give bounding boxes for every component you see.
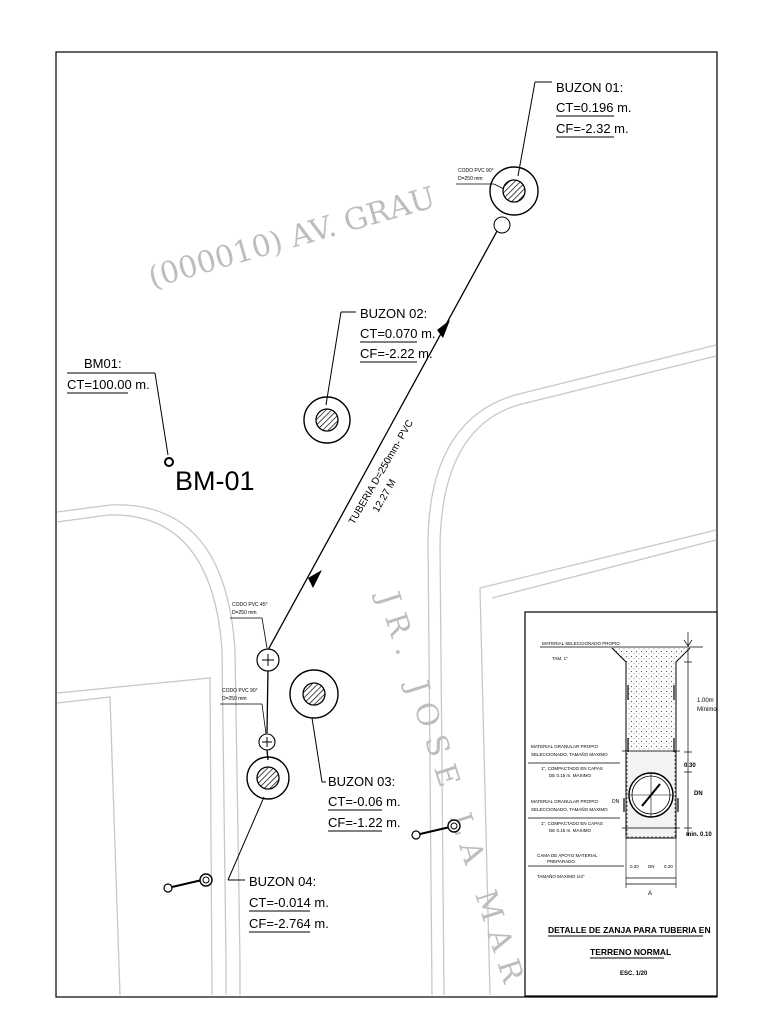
manhole-02-label: BUZON 02: CT=0.070 m. CF=-2.22 m. bbox=[325, 306, 436, 406]
street-av-grau: (000010) AV. GRAU bbox=[145, 180, 440, 295]
block-outlines bbox=[56, 344, 717, 996]
svg-text:CODO PVC 90°: CODO PVC 90° bbox=[222, 688, 258, 694]
trench-detail-panel: MATERIAL SELECCIONADO PROPIO TAM. 1" 1.0… bbox=[524, 611, 718, 997]
benchmark-big-label: BM-01 bbox=[175, 466, 255, 496]
elbow-45-symbol bbox=[256, 648, 280, 672]
svg-text:MATERIAL GRANULAR PROPIO: MATERIAL GRANULAR PROPIO bbox=[531, 799, 599, 804]
svg-text:DN: DN bbox=[694, 791, 703, 797]
fitting-elbow-90-upper-label: CODO PVC 90° D=250 mm bbox=[456, 168, 505, 190]
svg-text:1.00m: 1.00m bbox=[697, 698, 714, 704]
svg-text:1", COMPACTADO EN CAPAS: 1", COMPACTADO EN CAPAS bbox=[541, 766, 603, 771]
manhole-02-ct: CT=0.070 m. bbox=[360, 326, 436, 341]
svg-text:MATERIAL SELECCIONADO PROPIO: MATERIAL SELECCIONADO PROPIO bbox=[542, 641, 620, 646]
flow-arrow-upper bbox=[437, 320, 450, 338]
svg-text:CODO PVC 45°: CODO PVC 45° bbox=[232, 602, 268, 608]
lamp-post-icon bbox=[163, 873, 213, 893]
svg-text:DE 0.15 m. MAXIMO: DE 0.15 m. MAXIMO bbox=[549, 828, 592, 833]
svg-text:Mínimo: Mínimo bbox=[697, 707, 717, 713]
lamp-post-icon bbox=[411, 819, 461, 840]
svg-text:D=250 mm: D=250 mm bbox=[458, 176, 483, 182]
svg-text:DE 0.15 m. MAXIMO: DE 0.15 m. MAXIMO bbox=[549, 773, 592, 778]
svg-text:MATERIAL GRANULAR PROPIO: MATERIAL GRANULAR PROPIO bbox=[531, 744, 599, 749]
manhole-01-ct: CT=0.196 m. bbox=[556, 100, 632, 115]
manhole-01-cf: CF=-2.32 m. bbox=[556, 121, 629, 136]
detail-title: DETALLE DE ZANJA PARA TUBERIA EN bbox=[548, 925, 711, 935]
fitting-elbow-90-lower-label: CODO PVC 90° D=250 mm bbox=[220, 688, 267, 735]
svg-text:PREPARADO: PREPARADO bbox=[547, 859, 575, 864]
manhole-03-cf: CF=-1.22 m. bbox=[328, 815, 401, 830]
benchmark-title: BM01: bbox=[84, 356, 122, 371]
elbow-90-lower-symbol bbox=[258, 733, 276, 751]
svg-text:TAM. 1": TAM. 1" bbox=[552, 656, 568, 661]
svg-text:SELECCIONADO, TAMAÑO MAXIMO: SELECCIONADO, TAMAÑO MAXIMO bbox=[531, 751, 608, 757]
svg-text:DN: DN bbox=[648, 864, 655, 869]
svg-text:TAMAÑO MAXIMO 1/4": TAMAÑO MAXIMO 1/4" bbox=[537, 873, 585, 879]
benchmark-marker-icon bbox=[164, 457, 174, 467]
fitting-elbow-45-label: CODO PVC 45° D=250 mm bbox=[230, 602, 268, 649]
street-jr-jose-la-mar: JR. JOSE LA MAR bbox=[369, 585, 533, 997]
manhole-04-label: BUZON 04: CT=-0.014 m. CF=-2.764 m. bbox=[227, 796, 329, 933]
svg-text:0.30: 0.30 bbox=[684, 763, 696, 769]
flow-arrow-lower bbox=[308, 570, 322, 588]
manhole-04-symbol bbox=[246, 756, 290, 800]
svg-text:DN: DN bbox=[612, 799, 620, 805]
manhole-03-symbol bbox=[289, 669, 339, 719]
benchmark: BM01: CT=100.00 m. BM-01 bbox=[67, 356, 255, 496]
svg-text:CAMA DE APOYO MATERIAL: CAMA DE APOYO MATERIAL bbox=[537, 853, 598, 858]
svg-text:D=250 mm: D=250 mm bbox=[222, 696, 247, 702]
manhole-02-cf: CF=-2.22 m. bbox=[360, 346, 433, 361]
manhole-03-name: BUZON 03: bbox=[328, 774, 395, 789]
svg-text:SELECCIONADO, TAMAÑO MAXIMO: SELECCIONADO, TAMAÑO MAXIMO bbox=[531, 806, 608, 812]
svg-text:0.20: 0.20 bbox=[664, 864, 673, 869]
manhole-03-label: BUZON 03: CT=-0.06 m. CF=-1.22 m. bbox=[311, 717, 401, 832]
manhole-04-cf: CF=-2.764 m. bbox=[249, 916, 329, 931]
manhole-01-symbol bbox=[489, 166, 539, 234]
svg-text:CODO PVC 90°: CODO PVC 90° bbox=[458, 168, 494, 174]
manhole-04-name: BUZON 04: bbox=[249, 874, 316, 889]
manhole-02-symbol bbox=[303, 396, 351, 444]
manhole-02-name: BUZON 02: bbox=[360, 306, 427, 321]
sewer-pipe bbox=[266, 221, 503, 761]
manhole-01-name: BUZON 01: bbox=[556, 80, 623, 95]
sheet-border bbox=[55, 51, 718, 998]
benchmark-ct: CT=100.00 m. bbox=[67, 377, 150, 392]
svg-text:A: A bbox=[648, 891, 652, 897]
manhole-03-ct: CT=-0.06 m. bbox=[328, 794, 401, 809]
svg-text:min. 0.10: min. 0.10 bbox=[686, 832, 712, 838]
svg-text:D=250 mm: D=250 mm bbox=[232, 610, 257, 616]
detail-subtitle: TERRENO NORMAL bbox=[590, 947, 671, 957]
manhole-01-label: BUZON 01: CT=0.196 m. CF=-2.32 m. bbox=[517, 80, 632, 177]
detail-scale: ESC. 1/20 bbox=[620, 971, 648, 977]
manhole-04-ct: CT=-0.014 m. bbox=[249, 895, 329, 910]
svg-text:1", COMPACTADO EN CAPAS: 1", COMPACTADO EN CAPAS bbox=[541, 821, 603, 826]
svg-text:0.20: 0.20 bbox=[630, 864, 639, 869]
